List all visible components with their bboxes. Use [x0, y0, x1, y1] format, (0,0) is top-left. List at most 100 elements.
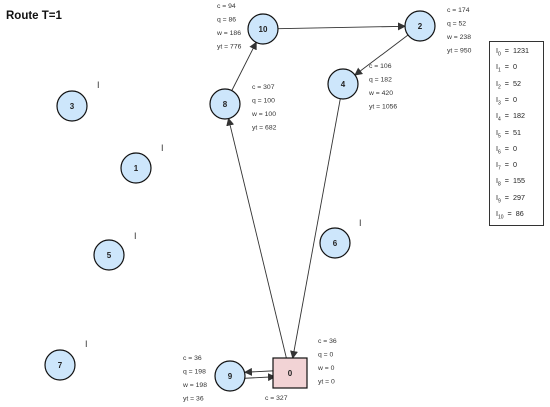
inventory-subscript: 5: [498, 132, 501, 139]
depot-label: 0: [288, 369, 293, 378]
node-9-label: 9: [228, 372, 233, 381]
depot-info-0: c = 36: [318, 338, 337, 345]
node-6-tick-mark: I: [359, 218, 362, 228]
inventory-symbol: I: [496, 192, 498, 202]
node-2-info-3: yt = 950: [447, 48, 472, 55]
node-3-circle: [56, 90, 88, 122]
route-total-cost: c = 327: [265, 395, 288, 402]
route-edge-8-10: [231, 41, 257, 91]
node-1-tick-mark: I: [161, 143, 164, 153]
node-1-circle: [120, 152, 152, 184]
route-edge-9-0: [244, 373, 276, 382]
route-edge-10-2: [277, 22, 407, 31]
inventory-value: = 1231: [500, 46, 529, 55]
node-10-circle: [247, 13, 279, 45]
node-8-info-1: q = 100: [252, 98, 275, 105]
inventory-subscript: 2: [498, 84, 501, 91]
inventory-row-7: I7 = 0: [496, 160, 517, 171]
inventory-row-0: I0 = 1231: [496, 46, 529, 57]
depot-info-3: yt = 0: [318, 379, 335, 386]
node-4-info-1: q = 182: [369, 77, 392, 84]
inventory-subscript: 10: [498, 214, 504, 221]
inventory-value: = 0: [500, 160, 517, 170]
inventory-symbol: I: [496, 176, 498, 186]
node-3-tick-mark: I: [97, 80, 100, 90]
node-8-info-0: c = 307: [252, 84, 275, 91]
inventory-row-5: I5 = 51: [496, 128, 521, 139]
inventory-value: = 155: [500, 176, 525, 186]
node-10-info-2: w = 186: [216, 30, 241, 37]
inventory-row-1: I1 = 0: [496, 62, 517, 73]
node-5-label: 5: [107, 251, 112, 260]
inventory-value: = 0: [500, 143, 517, 153]
node-4-info-0: c = 106: [369, 63, 392, 70]
node-6-label: 6: [333, 239, 338, 248]
node-9-info-0: c = 36: [183, 355, 202, 362]
node-4-circle: [327, 68, 359, 100]
node-8-info-3: yt = 682: [252, 125, 277, 132]
inventory-row-4: I4 = 182: [496, 111, 525, 122]
inventory-subscript: 6: [498, 149, 501, 156]
inventory-symbol: I: [496, 111, 498, 121]
node-6-circle: [319, 227, 351, 259]
inventory-subscript: 3: [498, 100, 501, 107]
inventory-symbol: I: [496, 62, 498, 72]
node-7-tick-mark: I: [85, 339, 88, 349]
node-7-circle: [44, 349, 76, 381]
node-4-label: 4: [341, 80, 346, 89]
node-7-label: 7: [58, 361, 63, 370]
route-edge-0-9: [243, 367, 276, 376]
node-8-info-2: w = 100: [251, 111, 276, 118]
inventory-row-6: I6 = 0: [496, 144, 517, 155]
inventory-value: = 51: [500, 127, 521, 137]
inventory-value: = 0: [500, 94, 517, 104]
inventory-symbol: I: [496, 46, 498, 55]
route-edge-2-4: [354, 34, 409, 76]
inventory-subscript: 4: [498, 116, 501, 123]
route-edge-4-0: [290, 98, 341, 359]
node-2-info-1: q = 52: [447, 21, 466, 28]
node-10-info-0: c = 94: [217, 3, 236, 10]
inventory-subscript: 0: [498, 51, 501, 58]
node-9-info-2: w = 198: [182, 382, 207, 389]
diagram-title: Route T=1: [6, 10, 62, 22]
inventory-symbol: I: [496, 143, 498, 153]
node-10-info-3: yt = 776: [217, 44, 242, 51]
inventory-value: = 52: [500, 78, 521, 88]
inventory-row-2: I2 = 52: [496, 79, 521, 90]
inventory-value: = 0: [500, 62, 517, 72]
inventory-symbol: I: [496, 78, 498, 88]
node-8-label: 8: [223, 100, 228, 109]
inventory-subscript: 1: [498, 67, 501, 74]
inventory-row-8: I8 = 155: [496, 176, 525, 187]
inventory-subscript: 8: [498, 181, 501, 188]
node-2-info-2: w = 238: [446, 34, 471, 41]
inventory-row-10: I10 = 86: [496, 209, 524, 220]
inventory-subscript: 9: [498, 198, 501, 205]
node-3-label: 3: [70, 102, 75, 111]
inventory-symbol: I: [496, 94, 498, 104]
inventory-value: = 297: [500, 192, 525, 202]
node-5-tick-mark: I: [134, 231, 137, 241]
inventory-symbol: I: [496, 209, 498, 218]
inventory-value: = 86: [503, 209, 524, 218]
inventory-row-3: I3 = 0: [496, 95, 517, 106]
node-10-info-1: q = 86: [217, 17, 236, 24]
inventory-symbol: I: [496, 127, 498, 137]
inventory-symbol: I: [496, 160, 498, 170]
depot-square: [272, 357, 308, 389]
inventory-value: = 182: [500, 111, 525, 121]
node-2-info-0: c = 174: [447, 7, 470, 14]
node-4-info-2: w = 420: [368, 90, 393, 97]
node-2-circle: [404, 10, 436, 42]
inventory-subscript: 7: [498, 165, 501, 172]
depot-info-1: q = 0: [318, 352, 334, 359]
node-4-info-3: yt = 1056: [369, 104, 397, 111]
node-8-circle: [209, 88, 241, 120]
route-edge-0-8: [226, 117, 287, 359]
inventory-row-9: I9 = 297: [496, 193, 525, 204]
node-9-info-3: yt = 36: [183, 396, 204, 403]
